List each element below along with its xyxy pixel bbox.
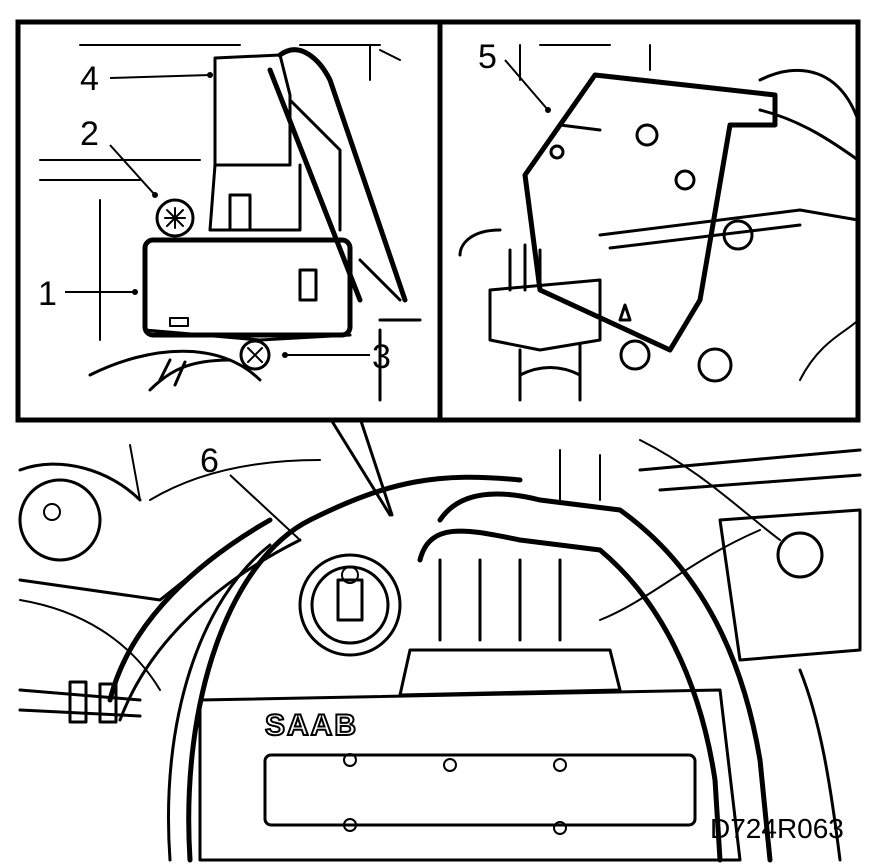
- pointer-line: [328, 416, 392, 517]
- callout-3-label: 3: [372, 338, 391, 376]
- callout-5-label: 5: [478, 38, 497, 76]
- callout-2-label: 2: [80, 115, 99, 153]
- callout-6-label: 6: [200, 442, 219, 480]
- figure-code: D724R063: [710, 813, 844, 844]
- callout-1-label: 1: [38, 275, 57, 313]
- detail-inset-left: 4 2 1 3: [15, 19, 443, 423]
- engine-bay-overview: 6 SAAB: [18, 439, 862, 863]
- pointer-line: [358, 416, 394, 517]
- callout-4-label: 4: [80, 60, 99, 98]
- engine-badge: SAAB: [265, 709, 358, 742]
- detail-inset-right: 5: [437, 19, 861, 423]
